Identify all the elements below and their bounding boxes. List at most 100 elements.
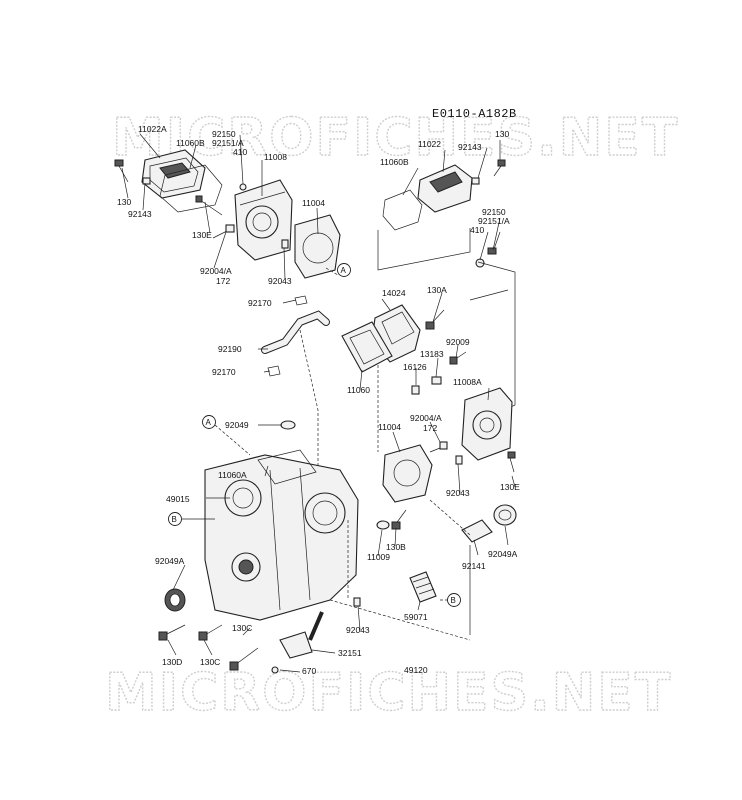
label-92049A-right: 92049A [488,549,518,559]
label-130C-left: 130C [200,657,220,667]
label-11008: 11008 [264,152,287,162]
label-11022A: 11022A [138,124,167,134]
watermark-bottom: MICROFICHES.NET [105,663,672,723]
watermark-top: MICROFICHES.NET [112,108,679,168]
stud-92150-right [487,231,501,255]
cover-gasket-right [382,189,423,231]
bolt-130C-left [198,624,223,641]
cylinder-head-left [234,179,293,261]
label-11022: 11022 [418,139,441,149]
label-92009: 92009 [446,337,470,347]
label-16126: 16126 [403,362,427,372]
label-11060: 11060 [347,385,370,395]
frame-line-3 [469,289,509,301]
head-gasket-right [382,444,433,503]
pin-92043-left [281,239,289,249]
label-92043-bottom: 92043 [346,625,370,635]
label-130D: 130D [162,657,182,667]
label-172-left: 172 [216,276,230,286]
pipe-32151 [279,611,324,659]
label-92143-right: 92143 [458,142,482,152]
label-11060B-left: 11060B [176,138,205,148]
svg-text:A: A [206,418,212,427]
plug-13183 [431,376,442,385]
label-130C-bottom: 130C [232,623,252,633]
cover-gasket-left [159,164,223,213]
label-11008A: 11008A [453,377,482,387]
label-92043-left: 92043 [268,276,292,286]
pin-92043-bottom [353,597,361,607]
callout-A-top: A [337,263,351,277]
label-410-right: 410 [470,225,484,235]
washer-92143-right [471,177,480,185]
label-92004A-right: 92004/A [410,413,442,423]
label-92150-right: 92150 [482,207,506,217]
label-59071: 59071 [404,612,428,622]
frame-line-1 [377,228,471,271]
bolt-130E-right [507,451,516,473]
label-14024: 14024 [382,288,406,298]
pin-92043-right [455,455,463,465]
callout-B-left: B [168,512,215,526]
svg-text:B: B [451,596,456,605]
diagram-code: E0110-A182B [432,107,517,121]
washer-92143-left [142,177,151,185]
label-130B: 130B [386,542,406,552]
plug-92049 [280,420,296,430]
oil-seal-92049A-left [164,588,186,612]
bolt-130D [158,624,186,641]
bolt-92009 [449,351,467,365]
stud-92004-left [212,224,235,239]
label-32151: 32151 [338,648,362,658]
label-130E-left: 130E [192,230,212,240]
oil-seal-92049A-right [493,504,517,526]
cylinder-head-right [461,387,513,461]
bolt-130-right [493,159,506,177]
label-130-right: 130 [495,129,509,139]
label-92143-left: 92143 [128,209,152,219]
label-92170-top: 92170 [248,298,272,308]
label-11004-left: 11004 [302,198,325,208]
label-92141: 92141 [462,561,486,571]
label-92150-left: 92150 [212,129,236,139]
label-92151A-left: 92151/A [212,138,244,148]
dashed-assembly-lines [214,267,471,641]
label-130-left: 130 [117,197,131,207]
gasket-11060A [257,449,317,485]
label-130E-right: 130E [500,482,520,492]
crankcase-49015 [204,454,359,621]
svg-text:B: B [172,515,177,524]
label-92170-bottom: 92170 [212,367,236,377]
label-11004-right: 11004 [378,422,401,432]
ring-670 [271,666,279,674]
label-49015: 49015 [166,494,190,504]
clip-92170-top [294,295,308,306]
label-13183: 13183 [420,349,444,359]
callout-B-right: B [447,593,461,607]
bolt-130A [425,309,445,330]
breather-gasket-11060 [341,321,393,373]
label-670: 670 [302,666,316,676]
label-92004A-left: 92004/A [200,266,232,276]
clip-92170-bottom [267,365,281,377]
label-92151A-right: 92151/A [478,216,510,226]
oring-11009 [376,520,390,530]
leader-lines [121,133,516,673]
label-92049: 92049 [225,420,249,430]
breather-hose-92190 [261,310,330,354]
rocker-cover-right [417,164,473,213]
bushing-92141 [461,519,493,543]
svg-text:A: A [341,266,347,275]
washer-410-left [239,183,247,191]
label-11060A: 11060A [218,470,247,480]
label-172-right: 172 [423,423,437,433]
bolt-130E-left [195,195,223,216]
label-410-left: 410 [233,147,247,157]
label-130A: 130A [427,285,447,295]
pin-16126 [411,385,420,395]
callout-A-left: A [202,415,216,429]
filter-59071 [409,571,437,603]
bolt-130C-bottom [229,647,259,671]
label-49120: 49120 [404,665,428,675]
